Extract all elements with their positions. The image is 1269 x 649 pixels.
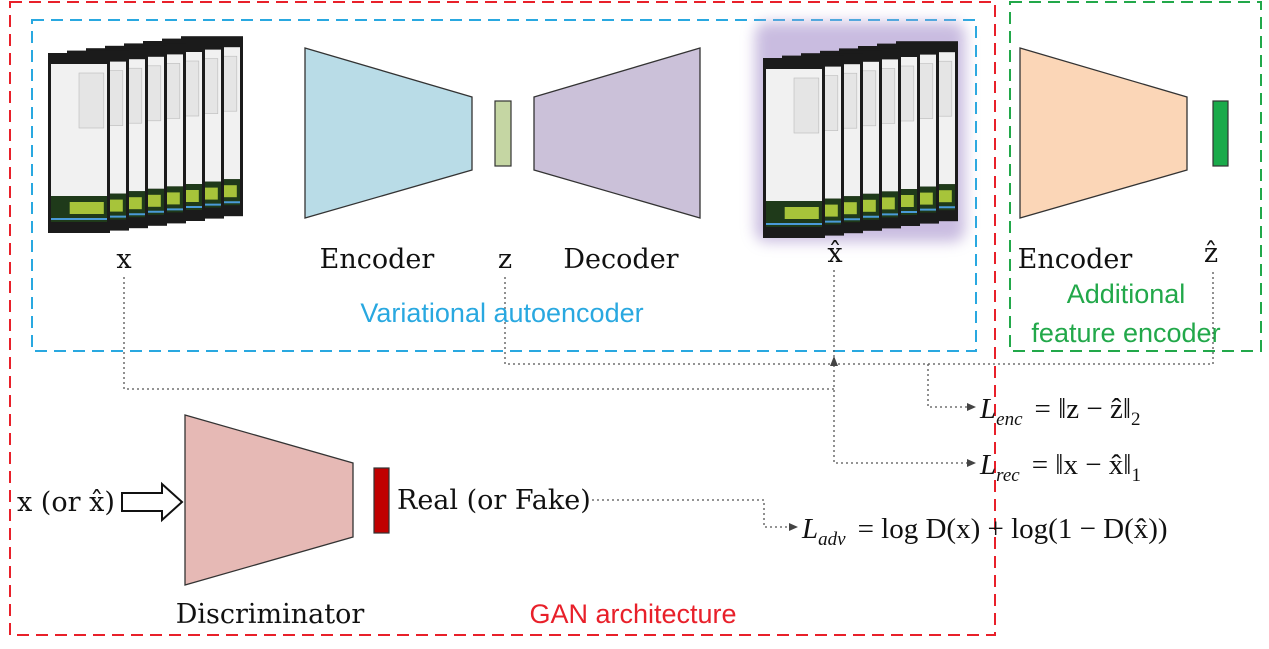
label-encoder: Encoder xyxy=(320,244,435,275)
vae-decoder-shape xyxy=(533,47,701,219)
label-discriminator: Discriminator xyxy=(176,599,365,630)
screenshot-thumbnail xyxy=(48,53,110,233)
vae-encoder-shape xyxy=(304,47,473,219)
label-encoder-2: Encoder xyxy=(1018,244,1133,275)
reconstructed-image-stack xyxy=(763,41,958,238)
input-image-stack xyxy=(48,36,243,233)
additional-title-line2: feature encoder xyxy=(1031,318,1220,348)
label-real-fake: Real (or Fake) xyxy=(397,485,591,516)
gan-title: GAN architecture xyxy=(529,599,736,629)
loss-connectors xyxy=(123,270,1214,528)
latent-z-bar xyxy=(494,100,512,167)
feature-encoder-shape xyxy=(1019,47,1188,219)
gan-architecture-box xyxy=(9,1,996,636)
vae-title: Variational autoencoder xyxy=(360,298,643,328)
label-decoder: Decoder xyxy=(563,244,678,275)
discriminator-output-bar xyxy=(373,467,390,534)
label-discriminator-input: x (or x̂) xyxy=(17,487,115,518)
additional-title-line1: Additional xyxy=(1067,279,1186,309)
vae-box xyxy=(31,19,977,352)
discriminator-shape xyxy=(184,414,354,586)
label-x: x xyxy=(116,244,131,275)
input-arrow xyxy=(121,481,184,523)
screenshot-thumbnail xyxy=(763,58,825,238)
label-z: z xyxy=(498,244,512,275)
loss-rec-equation: Lrec= ‖x − x̂‖1 xyxy=(979,449,1141,486)
connector-arrowheads xyxy=(789,356,976,531)
label-x-hat: x̂ xyxy=(827,238,842,269)
loss-enc-equation: Lenc= ‖z − ẑ‖2 xyxy=(979,393,1141,430)
additional-encoder-box xyxy=(1009,1,1262,352)
label-z-hat: ẑ xyxy=(1204,238,1218,269)
loss-adv-equation: Ladv= log D(x) + log(1 − D(x̂)) xyxy=(801,513,1168,550)
latent-z-hat-bar xyxy=(1212,100,1229,167)
